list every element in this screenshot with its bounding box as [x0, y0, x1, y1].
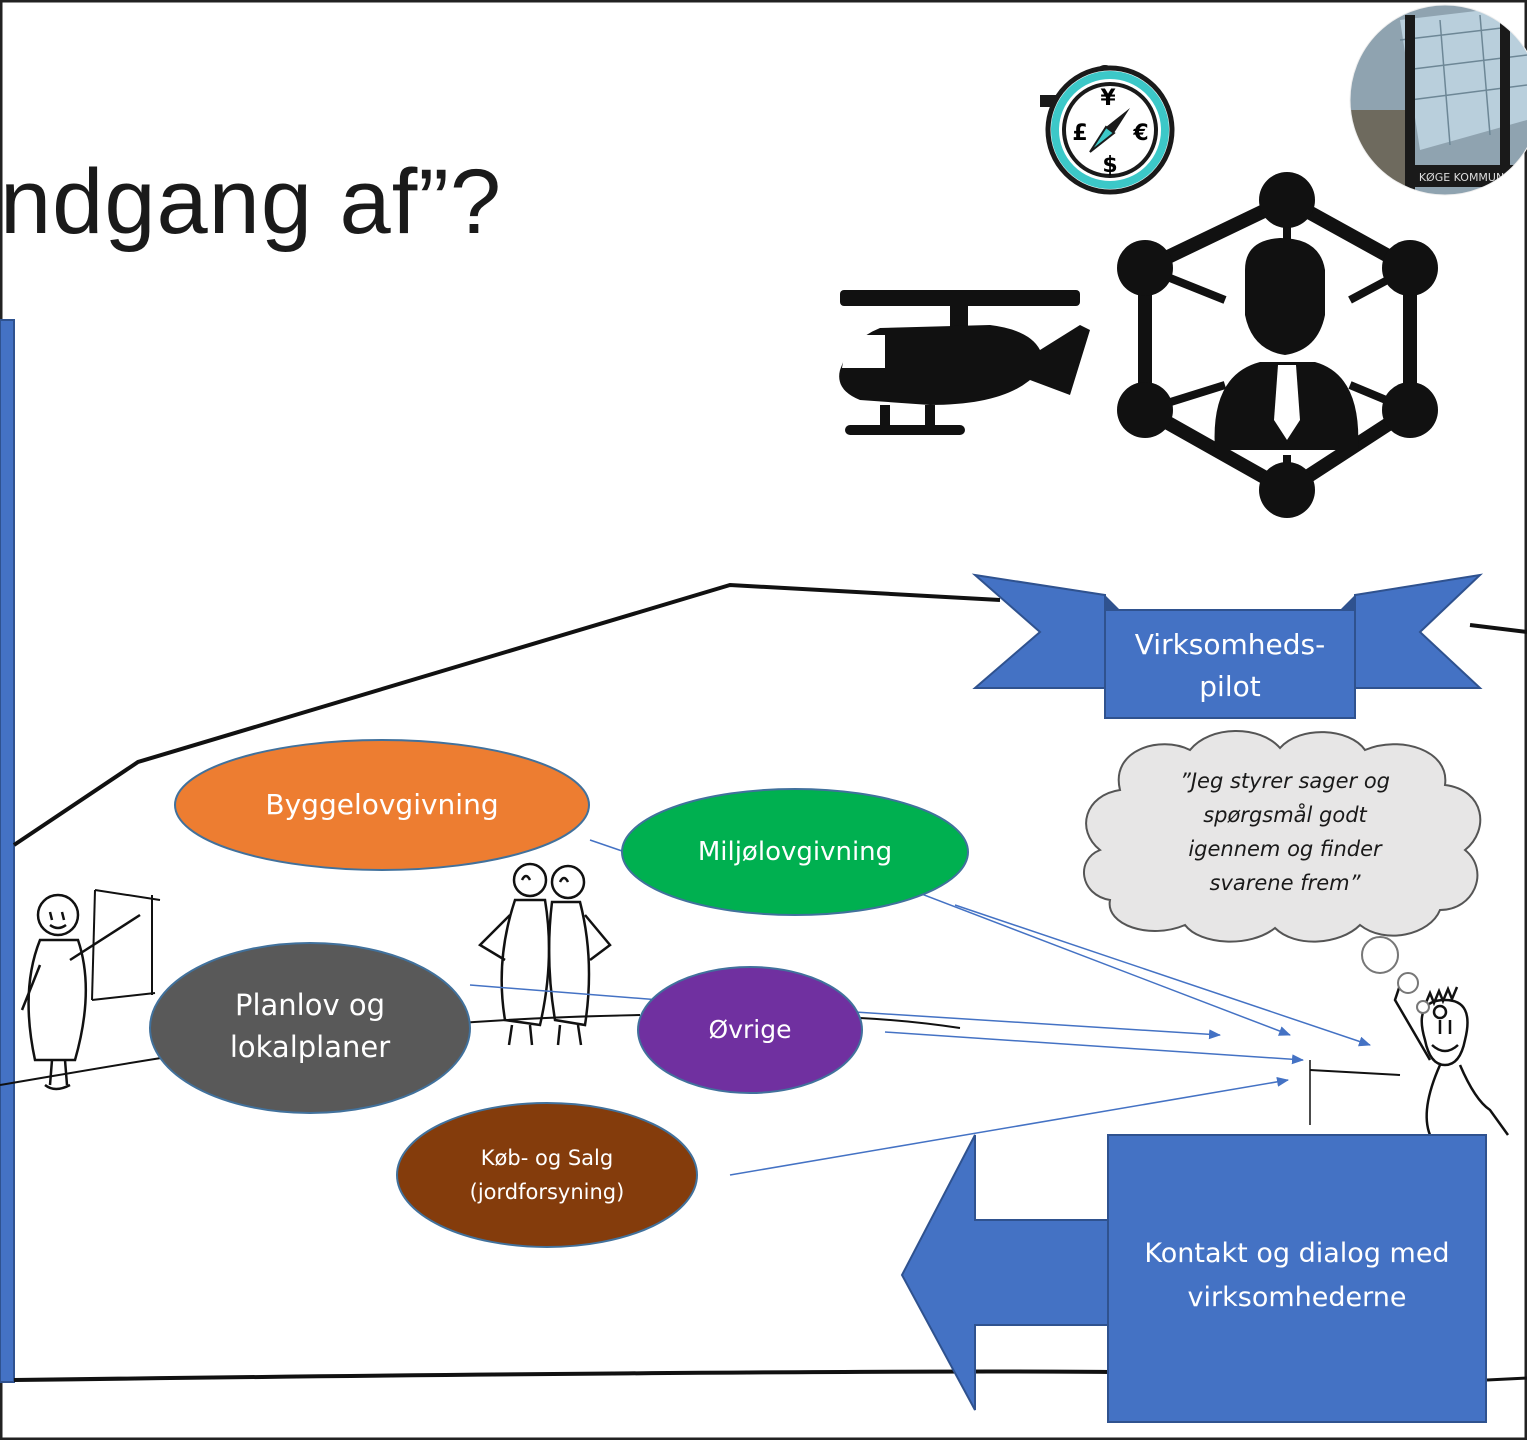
flip-chart: [91, 889, 161, 1001]
thought-line-4: svarene frem”: [1209, 871, 1361, 895]
ellipse-planlov: [149, 942, 471, 1114]
building-sign-text: KØGE KOMMUNE: [1419, 171, 1511, 184]
label-kob-2: (jordforsyning): [469, 1180, 625, 1204]
building-photo: KØGE KOMMUNE: [1350, 5, 1527, 195]
contact-line-1: Kontakt og dialog med: [1144, 1238, 1450, 1269]
svg-text:€: €: [1132, 121, 1148, 146]
compass-icon: ¥ £ € $: [1040, 65, 1175, 195]
contact-line-2: virksomhederne: [1187, 1282, 1407, 1313]
label-kob-1: Køb- og Salg: [480, 1146, 614, 1170]
contact-arrow: [900, 1134, 1109, 1411]
thought-line-3: igennem og finder: [1188, 837, 1382, 861]
connector-lines: [469, 839, 1371, 1176]
thought-line-2: spørgsmål godt: [1203, 803, 1367, 827]
contact-box: [1107, 1134, 1487, 1423]
ellipse-ovrige: [637, 966, 863, 1094]
thought-cloud: [1083, 730, 1482, 943]
banner-line-1: Virksomheds-: [1134, 628, 1326, 661]
page-title: ndgang af”?: [0, 151, 503, 253]
label-miljo: Miljølovgivning: [697, 837, 893, 867]
two-people-figure: [477, 862, 612, 1046]
ellipse-byggelov: [174, 739, 590, 871]
svg-text:£: £: [1072, 121, 1087, 146]
svg-text:¥: ¥: [1100, 86, 1116, 111]
banner-ribbon: [971, 573, 1484, 719]
label-ovrige: Øvrige: [708, 1015, 792, 1044]
helicopter-icon: [839, 290, 1090, 435]
thought-dots: [1361, 936, 1430, 1014]
waving-person-figure: [1393, 984, 1510, 1136]
banner-line-2: pilot: [1199, 670, 1261, 703]
thought-line-1: ”Jeg styrer sager og: [1179, 769, 1390, 793]
ellipse-miljo: [621, 788, 969, 916]
presenter-figure: [20, 893, 141, 1091]
label-byggelov: Byggelovgivning: [265, 788, 499, 821]
ellipse-kob: [396, 1102, 698, 1248]
svg-text:$: $: [1102, 153, 1117, 178]
network-person-icon: [1117, 172, 1438, 518]
left-blue-bar: [0, 319, 15, 1383]
label-planlov-2: lokalplaner: [229, 1030, 391, 1064]
label-planlov-1: Planlov og: [234, 988, 386, 1022]
